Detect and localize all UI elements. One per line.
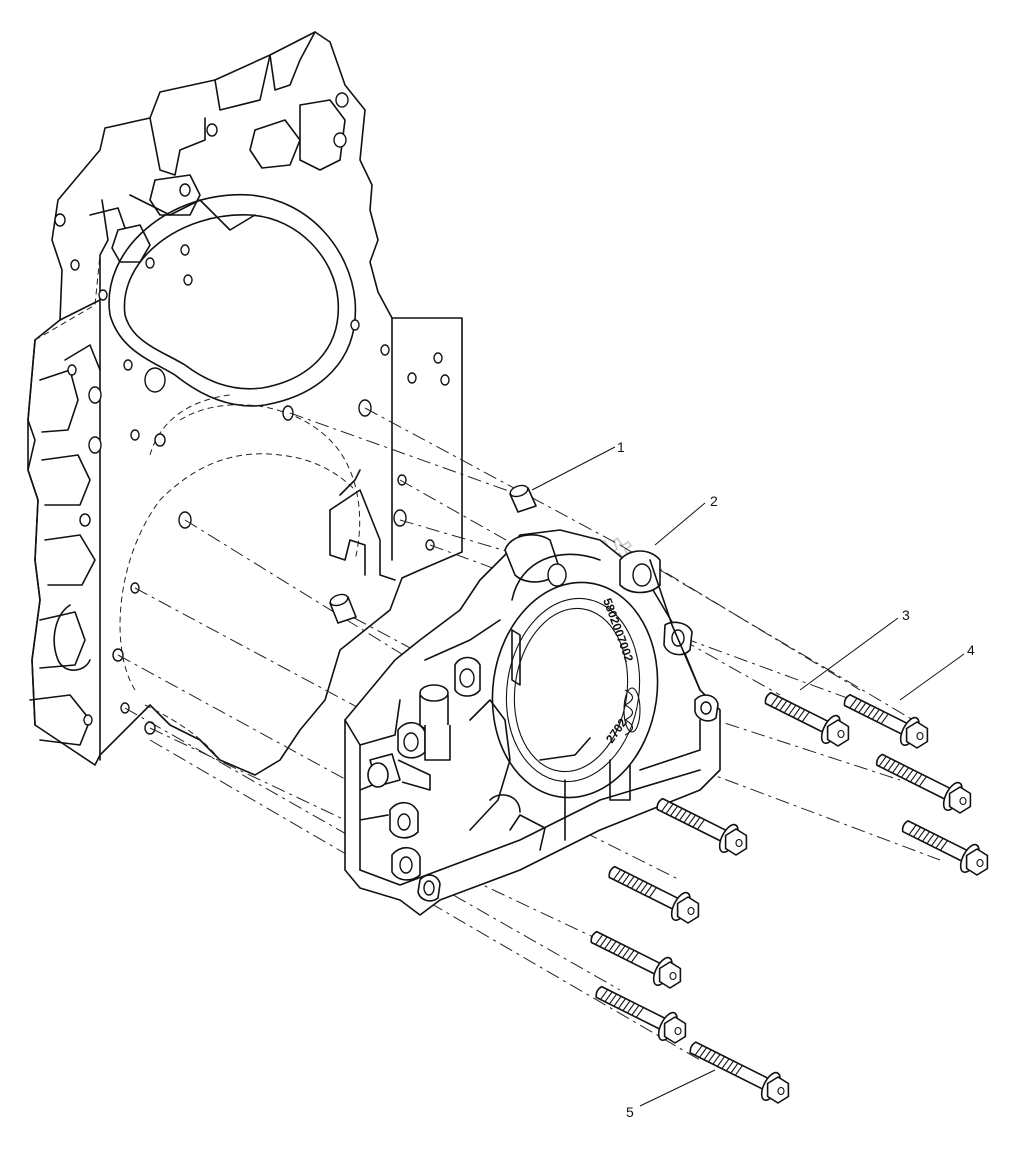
dowel-sleeve-1 <box>509 484 537 513</box>
bolt-1 <box>764 691 850 747</box>
callout-5: 5 <box>626 1104 634 1120</box>
dowel-sleeve-2 <box>329 593 357 624</box>
bolt-2 <box>843 693 929 749</box>
callout-1: 1 <box>617 439 625 455</box>
leader-5 <box>639 1069 716 1107</box>
bolt-7 <box>590 930 682 989</box>
callout-4: 4 <box>967 642 975 658</box>
bolt-8 <box>595 985 687 1044</box>
leader-4 <box>899 653 965 701</box>
bolt-3 <box>875 753 972 814</box>
front-cover-oil-pump: 5802007002 2702 <box>344 529 721 916</box>
bolt-5 <box>656 797 748 856</box>
flange-bolts <box>590 691 989 1104</box>
callout-3: 3 <box>902 607 910 623</box>
callout-2: 2 <box>710 493 718 509</box>
bolt-6 <box>608 865 700 924</box>
leader-3 <box>799 617 899 691</box>
leader-2 <box>654 502 706 546</box>
bolt-9 <box>689 1041 790 1104</box>
bolt-4 <box>901 820 989 876</box>
callout-leaders <box>531 446 965 1107</box>
leader-1 <box>531 446 616 491</box>
